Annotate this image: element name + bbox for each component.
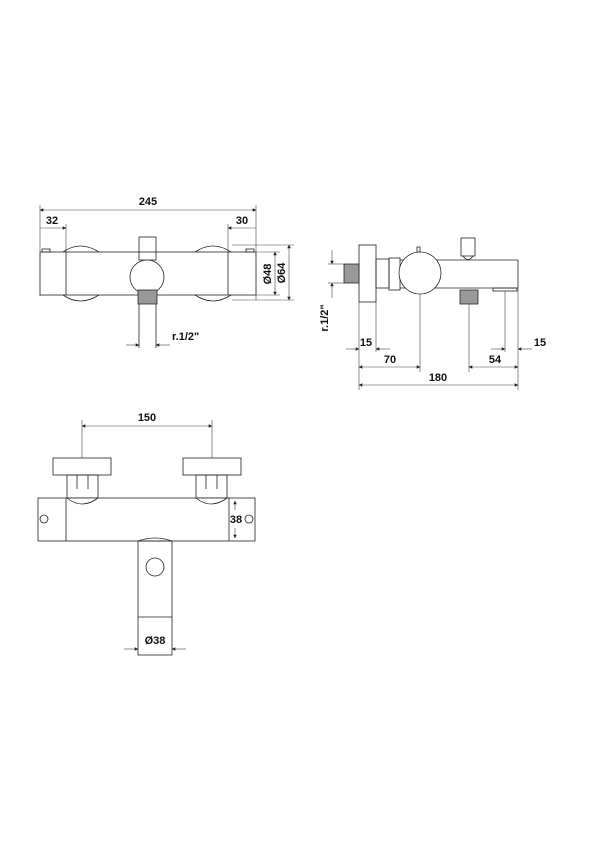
front-view: 245 32 30 Ø48 Ø64 r.1/2" xyxy=(39,196,294,348)
diverter-cap-side xyxy=(460,237,476,257)
left-handle-stem xyxy=(66,474,99,499)
side-view: r.1/2" 15 70 54 15 180 xyxy=(319,237,546,390)
dim-label-right-end: 15 xyxy=(534,337,546,349)
left-wall-flange xyxy=(62,245,100,302)
dim-label-thread-side: r.1/2" xyxy=(319,304,331,331)
outlet-sphere xyxy=(129,259,165,295)
neck xyxy=(375,258,390,289)
right-handle-stem xyxy=(195,474,228,499)
dim-label-body-height: 38 xyxy=(230,514,242,526)
wall-nipple-thread xyxy=(343,263,360,284)
dim-label-handle-spacing: 150 xyxy=(138,412,156,424)
left-handle xyxy=(52,457,112,476)
collar xyxy=(388,257,401,291)
dimension-30: 30 xyxy=(227,215,256,252)
dimension-70: 70 xyxy=(358,294,421,372)
dim-label-thread: r.1/2" xyxy=(172,331,199,343)
mixer-body-top xyxy=(37,497,256,542)
dim-label-overall-depth: 180 xyxy=(429,372,447,384)
outlet-thread xyxy=(137,289,158,305)
spout-top-curve xyxy=(137,537,173,542)
dimension-32: 32 xyxy=(40,215,67,252)
right-handle xyxy=(182,457,242,476)
dimension-diameter-38: Ø38 xyxy=(124,635,186,651)
outlet-thread-side xyxy=(459,289,479,305)
spout-outlet xyxy=(145,557,165,577)
dim-label-spout-diameter: Ø38 xyxy=(145,635,166,647)
spout xyxy=(137,540,173,656)
right-fixing-hole xyxy=(244,514,254,524)
dim-label-right-offset: 30 xyxy=(236,215,248,227)
dim-label-overall-width: 245 xyxy=(139,196,157,208)
dim-label-plate-depth: 15 xyxy=(360,337,372,349)
dim-label-left-offset: 32 xyxy=(46,215,58,227)
handle-saddle xyxy=(66,497,228,505)
dim-label-outer-diameter: Ø64 xyxy=(276,262,288,284)
dim-label-inner-diameter: Ø48 xyxy=(262,264,274,285)
dimension-54: 54 xyxy=(468,304,519,372)
dimension-150: 150 xyxy=(81,412,213,458)
dim-label-knob-axis: 70 xyxy=(384,354,396,366)
left-cap xyxy=(41,248,51,253)
dimension-diameter-48: Ø48 xyxy=(256,251,280,296)
diverter-base xyxy=(462,255,474,260)
dimension-15-right: 15 xyxy=(491,291,546,352)
wall-plate xyxy=(358,244,377,303)
diverter-cap xyxy=(138,236,157,261)
dimension-245: 245 xyxy=(39,196,257,300)
dimension-diameter-64: Ø64 xyxy=(232,244,294,301)
left-fixing-hole xyxy=(39,514,49,524)
top-view: 150 38 Ø38 xyxy=(37,412,256,656)
dimension-38-body: 38 xyxy=(230,500,242,539)
dimension-15-left: 15 xyxy=(346,288,390,390)
dimension-thread-side: r.1/2" xyxy=(319,250,344,332)
thermostat-knob xyxy=(398,251,442,295)
dim-label-outlet-offset: 54 xyxy=(489,354,502,366)
bracket xyxy=(492,287,518,292)
dimension-180: 180 xyxy=(358,288,519,390)
knob-pin xyxy=(416,246,421,253)
right-cap xyxy=(245,248,255,253)
dimension-thread-front: r.1/2" xyxy=(126,331,199,347)
right-wall-flange xyxy=(194,245,232,302)
